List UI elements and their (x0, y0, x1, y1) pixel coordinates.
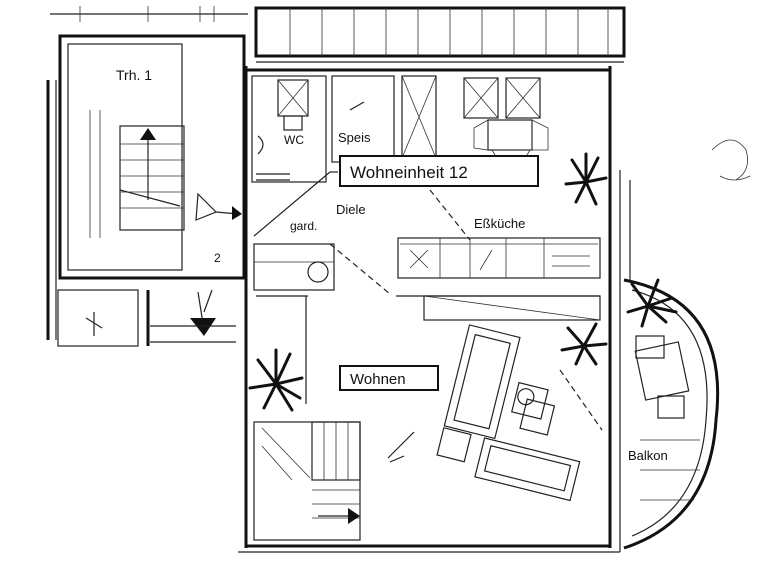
hall-label: Diele (336, 202, 366, 217)
unit-title-box (339, 155, 539, 187)
lower-left-room (57, 289, 236, 347)
stair-hall-1 (46, 34, 246, 340)
stair-hall-label: Trh. 1 (116, 67, 152, 83)
shaft (401, 75, 437, 159)
wc-room (251, 75, 327, 183)
kitchen-living-partition (256, 295, 601, 404)
wardrobe-unit (253, 243, 335, 291)
top-railing (254, 6, 626, 63)
plant-icon-living-left (248, 348, 304, 412)
entry-arrow-icon (195, 192, 242, 221)
kitchen-counter (397, 237, 601, 279)
door-swing-mark (387, 431, 415, 459)
door-swing-tick (389, 455, 405, 463)
living-label: Wohnen (350, 371, 406, 388)
entry-arrow-down-icon (190, 289, 216, 336)
plant-icon-kitchen (564, 152, 608, 206)
hall-partition (253, 171, 471, 295)
wc-label: WC (284, 133, 304, 147)
top-left-corridor (50, 6, 248, 22)
balcony (623, 180, 720, 550)
kitchen-label: Eßküche (474, 216, 525, 231)
door-mark-2: 2 (214, 251, 221, 265)
unit-title: Wohneinheit 12 (350, 163, 468, 182)
plant-icon-balcony (626, 278, 678, 328)
pantry-room (331, 75, 395, 163)
margin-marks (711, 139, 751, 181)
sofa-group (436, 324, 581, 502)
apartment-walls (238, 66, 621, 553)
pantry-label: Speis (338, 130, 371, 145)
living-label-box (339, 365, 439, 391)
wardrobe-label: gard. (290, 219, 317, 233)
plant-icon-living-right (560, 322, 608, 366)
interior-stair (253, 421, 361, 541)
dining-table (463, 77, 549, 161)
balcony-label: Balkon (628, 448, 668, 463)
living-window-line (559, 369, 603, 431)
